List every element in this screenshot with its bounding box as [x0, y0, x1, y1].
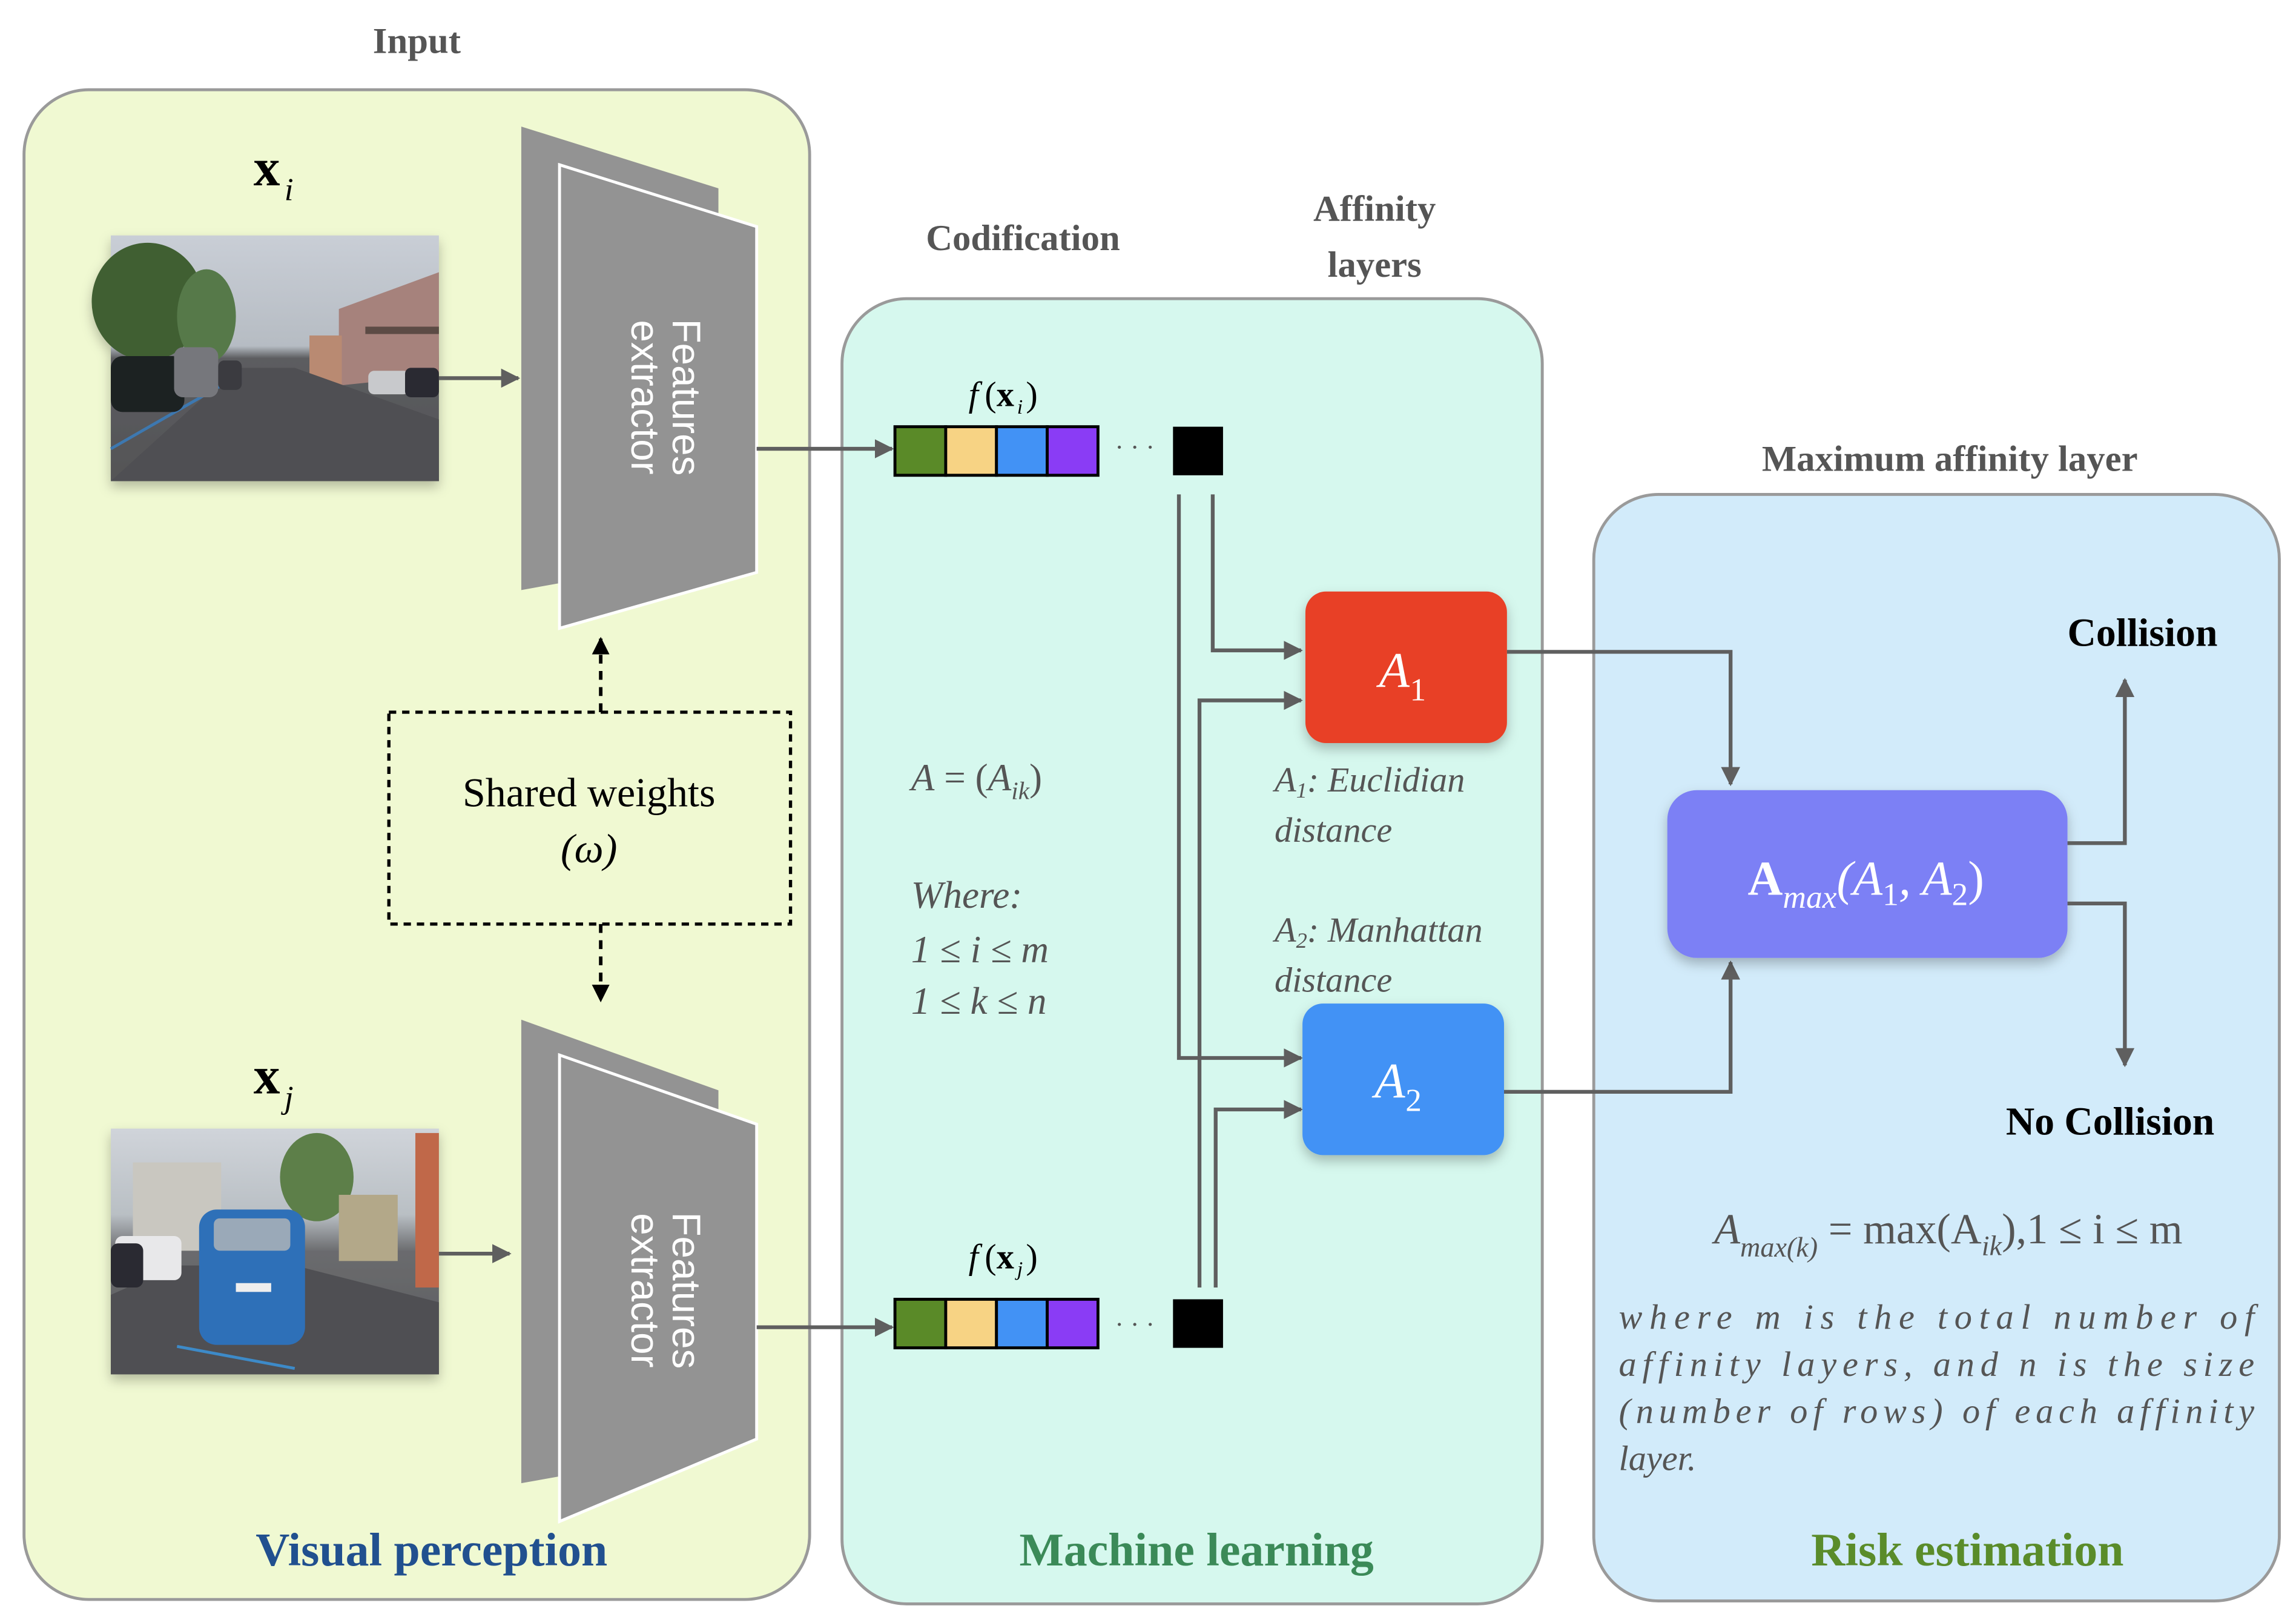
wire-fxi-to-a2: [1176, 494, 1303, 1068]
svg-text:A2: Manhattan: A2: Manhattan: [1272, 910, 1483, 953]
svg-text:j: j: [1015, 1258, 1023, 1281]
svg-text:j: j: [281, 1079, 294, 1116]
vector-last-cell-j: [1173, 1299, 1223, 1348]
arrow-to-collision: [2067, 678, 2135, 845]
svg-text:): ): [1026, 375, 1037, 414]
vector-cell: [1046, 1298, 1100, 1350]
input-label-xj: x j: [254, 1046, 294, 1115]
max-affinity-formula: Amax(k) = max(Aik),1 ≤ i ≤ m: [1712, 1206, 2183, 1263]
arrow-to-no-collision: [2067, 901, 2135, 1068]
wire-fxj-to-a2: [1213, 1100, 1303, 1288]
svg-text:1: 1: [1410, 672, 1426, 708]
where-label: Where:: [911, 874, 1023, 916]
vector-cell: [1046, 425, 1100, 477]
vector-ellipsis-j: · · ·: [1115, 1310, 1155, 1339]
panel-title-risk-estimation: Risk estimation: [1811, 1524, 2123, 1576]
svg-text:): ): [1026, 1237, 1037, 1276]
affinity-layer-a2-description: A2: Manhattan distance: [1272, 910, 1483, 1000]
shared-weights-box: [387, 710, 793, 926]
svg-text:x: x: [254, 1046, 280, 1105]
svg-text:Amax(k) = max(Aik),1 ≤ i ≤ m: Amax(k) = max(Aik),1 ≤ i ≤ m: [1712, 1206, 2183, 1263]
vector-cell: [944, 1298, 998, 1350]
output-collision: Collision: [2068, 612, 2218, 655]
vector-cell: [995, 425, 1049, 477]
vector-cell: [893, 1298, 948, 1350]
feature-vector-j: [893, 1298, 1100, 1350]
svg-text:x: x: [997, 1237, 1014, 1276]
vector-cell: [995, 1298, 1049, 1350]
street-image-xi[interactable]: [91, 235, 439, 481]
vector-last-cell-i: [1173, 426, 1223, 475]
wire-a1-to-amax: [1506, 650, 1740, 787]
svg-text:A = (Aik): A = (Aik): [909, 756, 1042, 805]
svg-text:A: A: [1371, 1053, 1405, 1109]
svg-text:Amax(A1, A2): Amax(A1, A2): [1748, 852, 1984, 915]
feature-vector-i: [893, 425, 1100, 477]
svg-text:(: (: [985, 1237, 996, 1276]
svg-text:distance: distance: [1275, 960, 1392, 1000]
svg-text:layer.: layer.: [1619, 1438, 1697, 1478]
shared-weights-omega: (ω): [561, 825, 617, 871]
street-image-xj[interactable]: [111, 1128, 439, 1375]
svg-text:x: x: [997, 375, 1014, 414]
extractor-front-layer: [558, 1053, 759, 1524]
svg-text:(number of rows) of each affin: (number of rows) of each affinity: [1619, 1392, 2255, 1431]
vector-ellipsis-i: · · ·: [1115, 433, 1155, 462]
header-codification: Codification: [926, 218, 1120, 259]
svg-text:A: A: [1376, 643, 1410, 698]
output-no-collision: No Collision: [2006, 1100, 2214, 1143]
panel-title-machine-learning: Machine learning: [1020, 1524, 1374, 1576]
extractor-front-layer: [558, 162, 759, 630]
condition-k: 1 ≤ k ≤ n: [911, 980, 1047, 1022]
input-label-xi: x i: [254, 138, 294, 207]
wire-a2-to-amax: [1503, 960, 1740, 1094]
extractor-label-line1: Features: [664, 1212, 708, 1369]
vector-cell: [944, 425, 998, 477]
wire-fxi-to-a1: [1210, 494, 1303, 660]
svg-text:where m is the total number of: where m is the total number of: [1619, 1297, 2258, 1337]
shared-weights-label: Shared weights: [463, 769, 715, 815]
svg-text:i: i: [1017, 396, 1023, 418]
affinity-layer-a2[interactable]: A 2: [1302, 1003, 1504, 1155]
header-max-affinity: Maximum affinity layer: [1762, 439, 2138, 480]
extractor-label-line2: extractor: [623, 320, 667, 474]
condition-i: 1 ≤ i ≤ m: [911, 928, 1049, 971]
max-affinity-layer-node[interactable]: Amax(A1, A2): [1667, 790, 2068, 958]
extractor-label-line2: extractor: [623, 1213, 667, 1367]
features-extractor-top: Features extractor: [521, 126, 759, 630]
extractor-label-line1: Features: [664, 319, 708, 476]
header-affinity-line2: layers: [1328, 245, 1422, 285]
svg-text:A1: Euclidian: A1: Euclidian: [1272, 760, 1465, 802]
svg-text:x: x: [254, 138, 280, 197]
features-extractor-bottom: Features extractor: [521, 1019, 759, 1524]
svg-text:2: 2: [1405, 1082, 1422, 1118]
svg-text:i: i: [285, 171, 294, 207]
wire-fxj-to-a1: [1197, 690, 1303, 1288]
panel-title-visual-perception: Visual perception: [256, 1524, 607, 1576]
header-affinity-line1: Affinity: [1313, 188, 1436, 229]
header-input: Input: [373, 21, 461, 61]
affinity-layer-a1[interactable]: A 1: [1305, 591, 1507, 744]
svg-text:(: (: [985, 375, 996, 414]
affinity-layer-a1-description: A1: Euclidian distance: [1272, 760, 1465, 850]
panel-risk-estimation: [1592, 492, 2281, 1602]
svg-text:distance: distance: [1275, 810, 1392, 850]
svg-text:affinity layers, and n is the: affinity layers, and n is the size: [1619, 1344, 2255, 1384]
affinity-matrix-definition: A = (Aik): [909, 756, 1042, 805]
vector-cell: [893, 425, 948, 477]
